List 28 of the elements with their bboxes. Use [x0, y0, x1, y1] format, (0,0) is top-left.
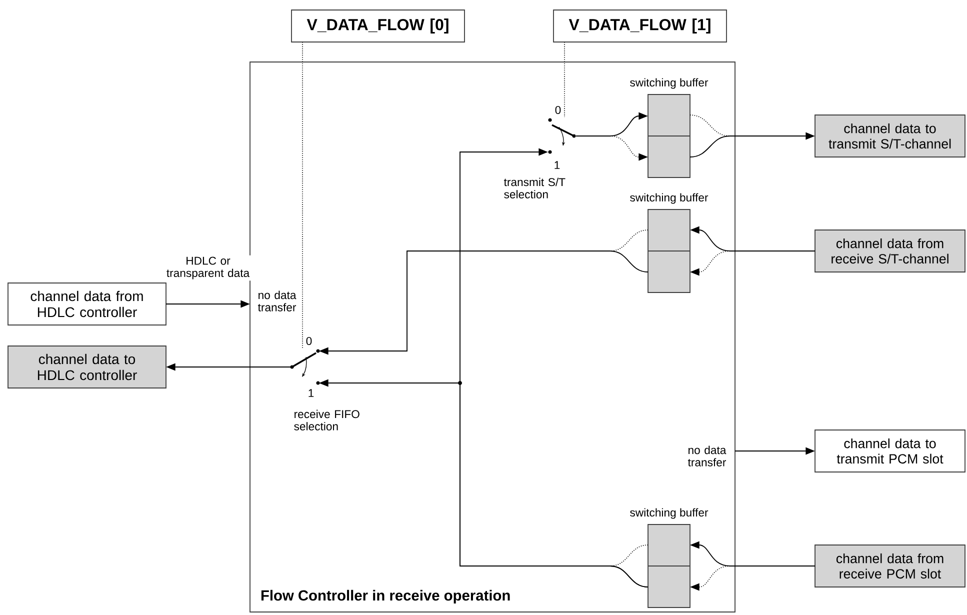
selection-label: receive FIFO selection — [294, 410, 360, 430]
data-box: channel data from HDLC controller — [8, 282, 166, 326]
control-line — [302, 42, 303, 348]
data-box: channel data from receive S/T-channel — [814, 230, 966, 272]
buffer-label: switching buffer — [630, 508, 708, 519]
selection-label: transmit S/T selection — [504, 178, 566, 198]
buffer-label: switching buffer — [630, 193, 708, 204]
data-box: channel data from receive PCM slot — [814, 544, 966, 588]
note-label: no data transfer — [258, 290, 296, 312]
switch-symbol — [548, 118, 576, 154]
switching-buffer — [648, 524, 690, 608]
edge-label: HDLC or transparent data — [166, 256, 250, 280]
switch-position-label: 0 — [306, 337, 312, 345]
signal-name-box: V_DATA_FLOW [0] — [291, 10, 465, 42]
control-line — [564, 42, 565, 118]
buffer-label: switching buffer — [630, 78, 708, 89]
signal-name-box: V_DATA_FLOW [1] — [553, 10, 727, 42]
data-box: channel data to transmit PCM slot — [814, 430, 966, 472]
data-box: channel data to HDLC controller — [8, 346, 166, 388]
switch-position-label: 1 — [308, 389, 314, 397]
switching-buffer — [648, 209, 690, 293]
switch-position-label: 0 — [555, 106, 561, 114]
switch-symbol — [290, 349, 320, 385]
data-box: channel data to transmit S/T-channel — [814, 114, 966, 158]
note-label: no data transfer — [688, 446, 726, 466]
switch-position-label: 1 — [554, 161, 560, 169]
arrow — [460, 148, 648, 588]
switching-buffer — [648, 94, 690, 178]
